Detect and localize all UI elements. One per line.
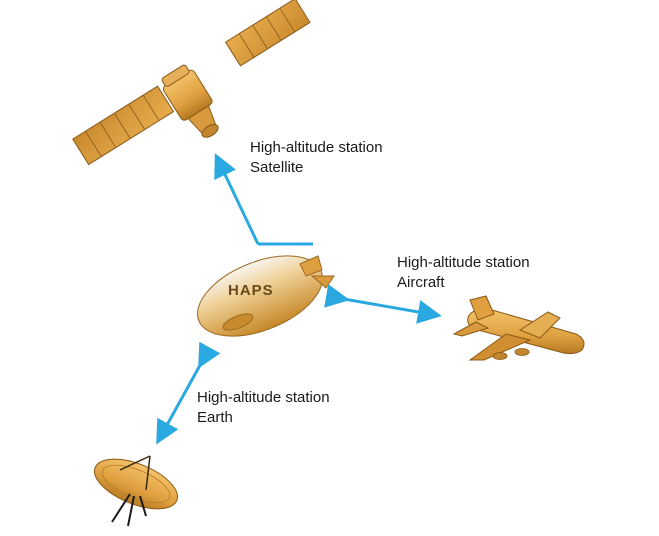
satellite-icon xyxy=(72,0,311,166)
satellite-link-label: High-altitude station Satellite xyxy=(250,138,383,178)
aircraft-link-label-line1: High-altitude station xyxy=(397,254,530,271)
aircraft-icon xyxy=(452,295,585,361)
earth-link-label-line1: High-altitude station xyxy=(197,389,330,406)
satellite-link-label-line2: Satellite xyxy=(250,159,304,176)
link-arrows xyxy=(156,153,442,445)
haps-label: HAPS xyxy=(228,282,274,299)
haps-airship-icon xyxy=(196,255,335,337)
earth-link-label-line2: Earth xyxy=(197,409,233,426)
earth-link-label: High-altitude station Earth xyxy=(197,388,330,428)
aircraft-link-label-line2: Aircraft xyxy=(397,274,445,291)
aircraft-link-label: High-altitude station Aircraft xyxy=(397,253,530,293)
aircraft-link-arrow xyxy=(324,284,442,324)
satellite-link-arrow xyxy=(214,153,260,245)
dish-antenna-icon xyxy=(94,455,178,527)
satellite-link-label-line1: High-altitude station xyxy=(250,139,383,156)
earth-link-arrow xyxy=(156,341,221,445)
